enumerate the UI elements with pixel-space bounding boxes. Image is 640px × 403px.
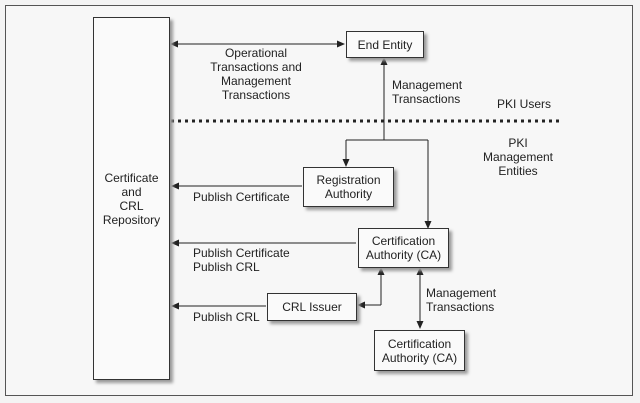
end-entity-box: End Entity xyxy=(346,31,424,58)
pki-management-entities-label: PKI Management Entities xyxy=(482,136,554,178)
publish-certificate-label: Publish Certificate xyxy=(193,190,290,204)
publish-crl-label: Publish CRL xyxy=(193,310,260,324)
management-transactions-label: Management Transactions xyxy=(392,78,463,106)
ca2-label: Certification Authority (CA) xyxy=(381,336,458,365)
ra-label: Registration Authority xyxy=(316,173,381,201)
registration-authority-box: Registration Authority xyxy=(303,167,394,207)
certification-authority-box: Certification Authority (CA) xyxy=(358,228,449,268)
pki-users-label: PKI Users xyxy=(497,97,552,111)
publish-cert-crl-label: Publish Certificate Publish CRL xyxy=(193,246,290,274)
repository-label: Certificate and CRL Repository xyxy=(102,170,161,227)
ca-label: Certification Authority (CA) xyxy=(365,234,442,262)
certification-authority-2-box: Certification Authority (CA) xyxy=(374,330,465,371)
management-transactions-2-label: Management Transactions xyxy=(426,286,497,314)
crl-issuer-box: CRL Issuer xyxy=(267,293,357,321)
end-entity-label: End Entity xyxy=(357,37,413,52)
crl-issuer-label: CRL Issuer xyxy=(282,300,342,314)
repository-box: Certificate and CRL Repository xyxy=(93,17,170,380)
operational-transactions-label: Operational Transactions and Management … xyxy=(210,46,302,102)
